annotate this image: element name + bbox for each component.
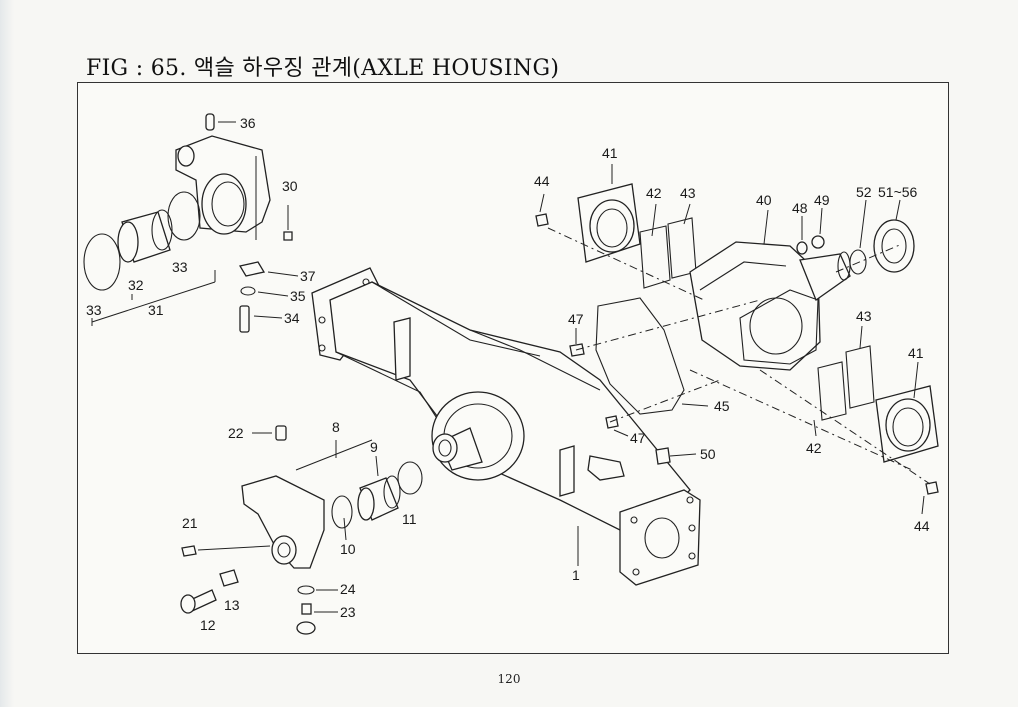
label-part-1: 1 [572, 567, 580, 583]
label-part-23: 23 [340, 604, 356, 620]
label-part-24: 24 [340, 581, 356, 597]
page-title: FIG : 65. 액슬 하우징 관계(AXLE HOUSING) [86, 56, 560, 81]
label-part-22: 22 [228, 425, 244, 441]
label-part-47-bottom: 47 [630, 430, 646, 446]
label-part-48: 48 [792, 200, 808, 216]
page-number: 120 [497, 672, 521, 686]
label-part-45: 45 [714, 398, 730, 414]
label-part-30: 30 [282, 178, 298, 194]
axle-housing-body [311, 267, 701, 586]
label-part-8: 8 [332, 419, 340, 435]
label-part-36: 36 [240, 115, 256, 131]
label-part-13: 13 [224, 597, 240, 613]
label-part-31: 31 [148, 302, 164, 318]
label-part-43-bottom: 43 [856, 308, 872, 324]
label-part-32: 32 [128, 277, 144, 293]
label-part-50: 50 [700, 446, 716, 462]
label-part-47-top: 47 [568, 311, 584, 327]
label-part-41-bottom: 41 [908, 345, 924, 361]
label-part-44-top: 44 [534, 173, 550, 189]
label-part-42-top: 42 [646, 185, 662, 201]
label-part-10: 10 [340, 541, 356, 557]
label-part-34: 34 [284, 310, 300, 326]
label-part-9: 9 [370, 439, 378, 455]
upper-bracket-group [83, 113, 299, 333]
label-part-44-bottom: 44 [914, 518, 930, 534]
right-parts-group [535, 164, 939, 566]
label-part-40: 40 [756, 192, 772, 208]
lower-bracket-group [180, 425, 423, 635]
label-part-35: 35 [290, 288, 306, 304]
label-part-49: 49 [814, 192, 830, 208]
label-part-51-56: 51~56 [878, 184, 918, 200]
label-part-12: 12 [200, 617, 216, 633]
label-part-43-top: 43 [680, 185, 696, 201]
label-part-42-bottom: 42 [806, 440, 822, 456]
label-part-33-right: 33 [172, 259, 188, 275]
part-labels: 1 8 9 10 11 12 13 21 22 23 24 30 31 32 3… [86, 115, 930, 633]
scan-edge-shadow [0, 0, 14, 707]
label-part-33-left: 33 [86, 302, 102, 318]
label-part-21: 21 [182, 515, 198, 531]
label-part-37: 37 [300, 268, 316, 284]
label-part-11: 11 [402, 511, 417, 527]
label-part-52: 52 [856, 184, 872, 200]
label-part-41-top: 41 [602, 145, 618, 161]
